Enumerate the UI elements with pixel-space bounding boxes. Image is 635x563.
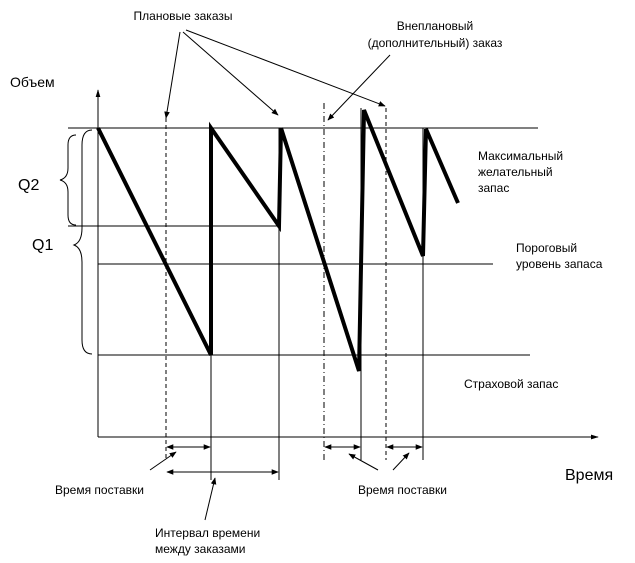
max-stock-label-line2: желательный	[478, 165, 553, 179]
q1-label: Q1	[32, 237, 53, 254]
q2-brace	[59, 134, 77, 226]
threshold-label-line1: Пороговый	[516, 241, 577, 255]
interval-pointer	[204, 477, 217, 521]
interval-label-line2: между заказами	[155, 542, 246, 556]
q2-label: Q2	[18, 177, 39, 194]
safety-stock-label: Страховой запас	[464, 377, 558, 391]
planned-orders-arrow-2	[182, 31, 279, 116]
threshold-label-line2: уровень запаса	[516, 257, 603, 271]
lead-time-left-pointer	[149, 451, 177, 471]
planned-orders-arrow-3	[185, 29, 386, 107]
q1-brace	[72, 129, 93, 355]
unplanned-order-arrow	[327, 54, 391, 121]
unplanned-order-label-line1: Внеплановый	[397, 19, 473, 33]
lead-time-label-left: Время поставки	[55, 483, 144, 497]
y-axis-label: Объем	[10, 74, 55, 90]
planned-orders-arrow-1	[164, 31, 181, 119]
max-stock-label-line3: запас	[478, 181, 509, 195]
stock-level-curve	[96, 109, 460, 372]
lead-time-label-right: Время поставки	[358, 483, 447, 497]
max-stock-label-line1: Максимальный	[478, 149, 563, 163]
planned-orders-label: Плановые заказы	[134, 9, 233, 23]
unplanned-order-label-line2: (дополнительный) заказ	[368, 36, 503, 50]
lead-time-right-pointer-1	[348, 453, 379, 471]
x-axis-label: Время	[565, 467, 613, 484]
interval-label-line1: Интервал времени	[155, 526, 260, 540]
lead-time-right-pointer-2	[392, 452, 410, 471]
